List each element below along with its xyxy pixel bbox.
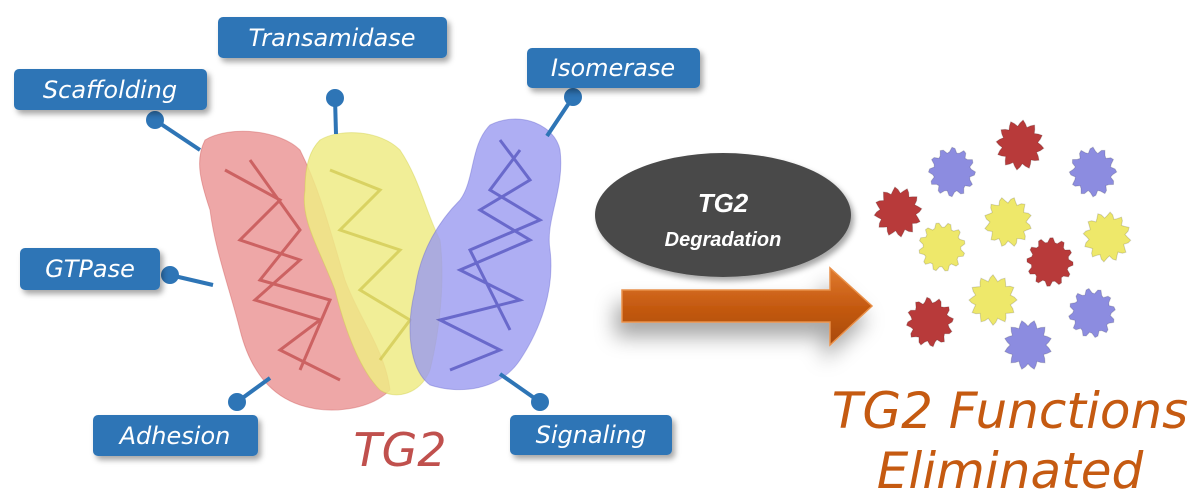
fragment-blob — [905, 296, 955, 348]
function-label-isomerase: Isomerase — [527, 48, 700, 88]
fragment-blob — [1068, 287, 1116, 339]
label-connectors — [146, 88, 582, 411]
label-text: Adhesion — [118, 422, 231, 450]
label-text: Signaling — [536, 421, 647, 449]
label-text: Isomerase — [551, 54, 675, 82]
fragment-blob — [984, 197, 1032, 247]
function-label-signaling: Signaling — [510, 415, 672, 455]
fragment-blob — [927, 146, 977, 198]
fragment-blob — [968, 274, 1018, 326]
label-text: GTPase — [45, 255, 135, 283]
fragment-blob — [1068, 146, 1118, 198]
function-label-transamidase: Transamidase — [218, 17, 447, 58]
fragment-blob — [1004, 319, 1052, 371]
blue-domain-core — [435, 139, 544, 372]
fragment-blob — [1026, 237, 1074, 287]
yellow-domain — [303, 132, 443, 396]
red-domain — [199, 130, 391, 411]
function-label-scaffolding: Scaffolding — [14, 69, 207, 110]
yellow-domain-core — [329, 168, 413, 361]
label-text: Transamidase — [248, 24, 415, 52]
function-label-adhesion: Adhesion — [93, 415, 258, 456]
degradation-ellipse: TG2 Degradation — [595, 153, 851, 277]
degradation-arrow — [621, 266, 874, 347]
function-label-gtpase: GTPase — [20, 248, 160, 290]
result-line-2: Eliminated — [877, 442, 1144, 500]
tg2-protein-structure — [199, 118, 562, 411]
result-line-1: TG2 Functions — [832, 382, 1188, 440]
red-domain-core — [224, 159, 341, 382]
fragment-blob — [873, 186, 923, 238]
fragment-blob — [1082, 211, 1132, 263]
ellipse-title: TG2 — [698, 188, 749, 218]
tg2-protein-label: TG2 — [353, 423, 446, 477]
fragment-blob — [918, 222, 966, 272]
protein-fragments — [873, 119, 1132, 371]
fragment-blob — [995, 119, 1045, 171]
blue-domain — [409, 118, 562, 391]
label-text: Scaffolding — [43, 76, 177, 104]
ellipse-subtitle: Degradation — [665, 229, 782, 251]
